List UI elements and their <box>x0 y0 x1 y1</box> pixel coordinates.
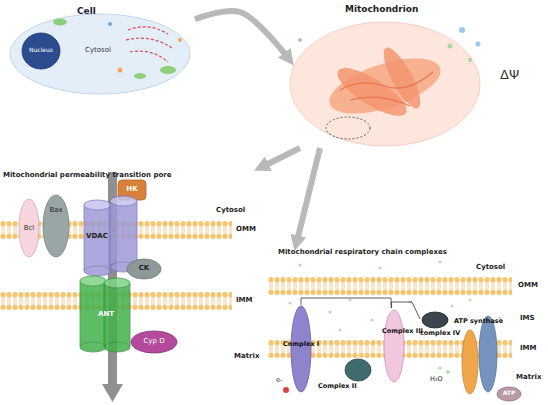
complex-shape <box>380 308 418 384</box>
node-title: HK <box>118 185 146 193</box>
protein: Bcl <box>18 198 40 258</box>
node-title: ATP synthase <box>454 318 503 325</box>
complex: Complex II <box>318 358 376 394</box>
protein: CK <box>126 258 162 280</box>
water-dots <box>439 367 450 374</box>
region-label: Cytosol <box>476 263 505 271</box>
node-title: complex IV <box>420 330 460 337</box>
panel: Mitochondrial respiratory chain complexe… <box>268 245 548 405</box>
node-title: Mitochondrial permeability transition po… <box>3 171 171 179</box>
cell: CellCytosol Nucleus <box>5 6 195 94</box>
complex: Complex III <box>380 308 418 384</box>
region-label: IMM <box>520 344 537 352</box>
complex-shape <box>454 318 506 394</box>
flow-arrow <box>296 148 320 245</box>
node-title: Nucleus <box>22 47 60 54</box>
node-title: ANT <box>80 310 132 318</box>
node-title: VDAC <box>86 232 108 240</box>
cristae <box>323 43 447 139</box>
node-title: Cyp D <box>130 337 178 345</box>
lipid-bilayer <box>0 221 512 358</box>
protein: ANT <box>80 276 132 352</box>
region-label: H₂O <box>430 376 443 383</box>
ion-dots <box>298 27 481 62</box>
region-label: Cytosol <box>216 206 245 214</box>
node-text: Cytosol <box>85 46 111 54</box>
region-label: Matrix <box>234 352 259 360</box>
region-label: IMS <box>520 314 535 322</box>
molecule: ATP <box>497 387 521 401</box>
atp-synthase-rotor <box>479 316 497 392</box>
protein: Bax <box>42 194 70 258</box>
protein-shape <box>42 194 70 258</box>
complex: Complex I <box>283 305 323 393</box>
electron-path <box>391 302 420 319</box>
region-label: IMM <box>236 296 253 304</box>
node-title: Complex I <box>283 341 319 348</box>
flow-arrow <box>260 148 300 168</box>
region-label: ΔΨ <box>500 68 519 83</box>
node-title: ATP <box>497 390 521 397</box>
node-title: Cell <box>77 6 96 16</box>
panel: Mitochondrial permeability transition po… <box>0 168 265 405</box>
endoplasmic-reticulum <box>126 27 172 62</box>
electron-path <box>301 298 391 308</box>
region-label: e- <box>276 377 282 384</box>
mitochondrion-shape <box>290 2 490 148</box>
region-label: Matrix <box>516 373 541 381</box>
node-title: Bcl <box>18 224 40 232</box>
node-title: Mitochondrial respiratory chain complexe… <box>278 248 447 256</box>
organelles <box>53 19 182 80</box>
node-title: Complex III <box>382 328 423 335</box>
node-title: Mitochondrion <box>345 4 418 14</box>
complex: complex IV <box>420 312 460 340</box>
mitochondrion: Mitochondrion <box>290 2 490 148</box>
complex-shape <box>283 305 323 393</box>
region-label: OMM <box>236 225 256 233</box>
flow-arrow <box>195 11 290 60</box>
node-title: CK <box>126 264 162 272</box>
nucleus: Nucleus <box>22 33 60 69</box>
complex: ATP synthase <box>454 318 506 394</box>
node-title: Complex II <box>318 383 357 390</box>
node-title: Bax <box>42 206 70 214</box>
protein: Cyp D <box>130 330 178 354</box>
region-label: OMM <box>518 281 538 289</box>
electron-dot <box>283 387 289 393</box>
